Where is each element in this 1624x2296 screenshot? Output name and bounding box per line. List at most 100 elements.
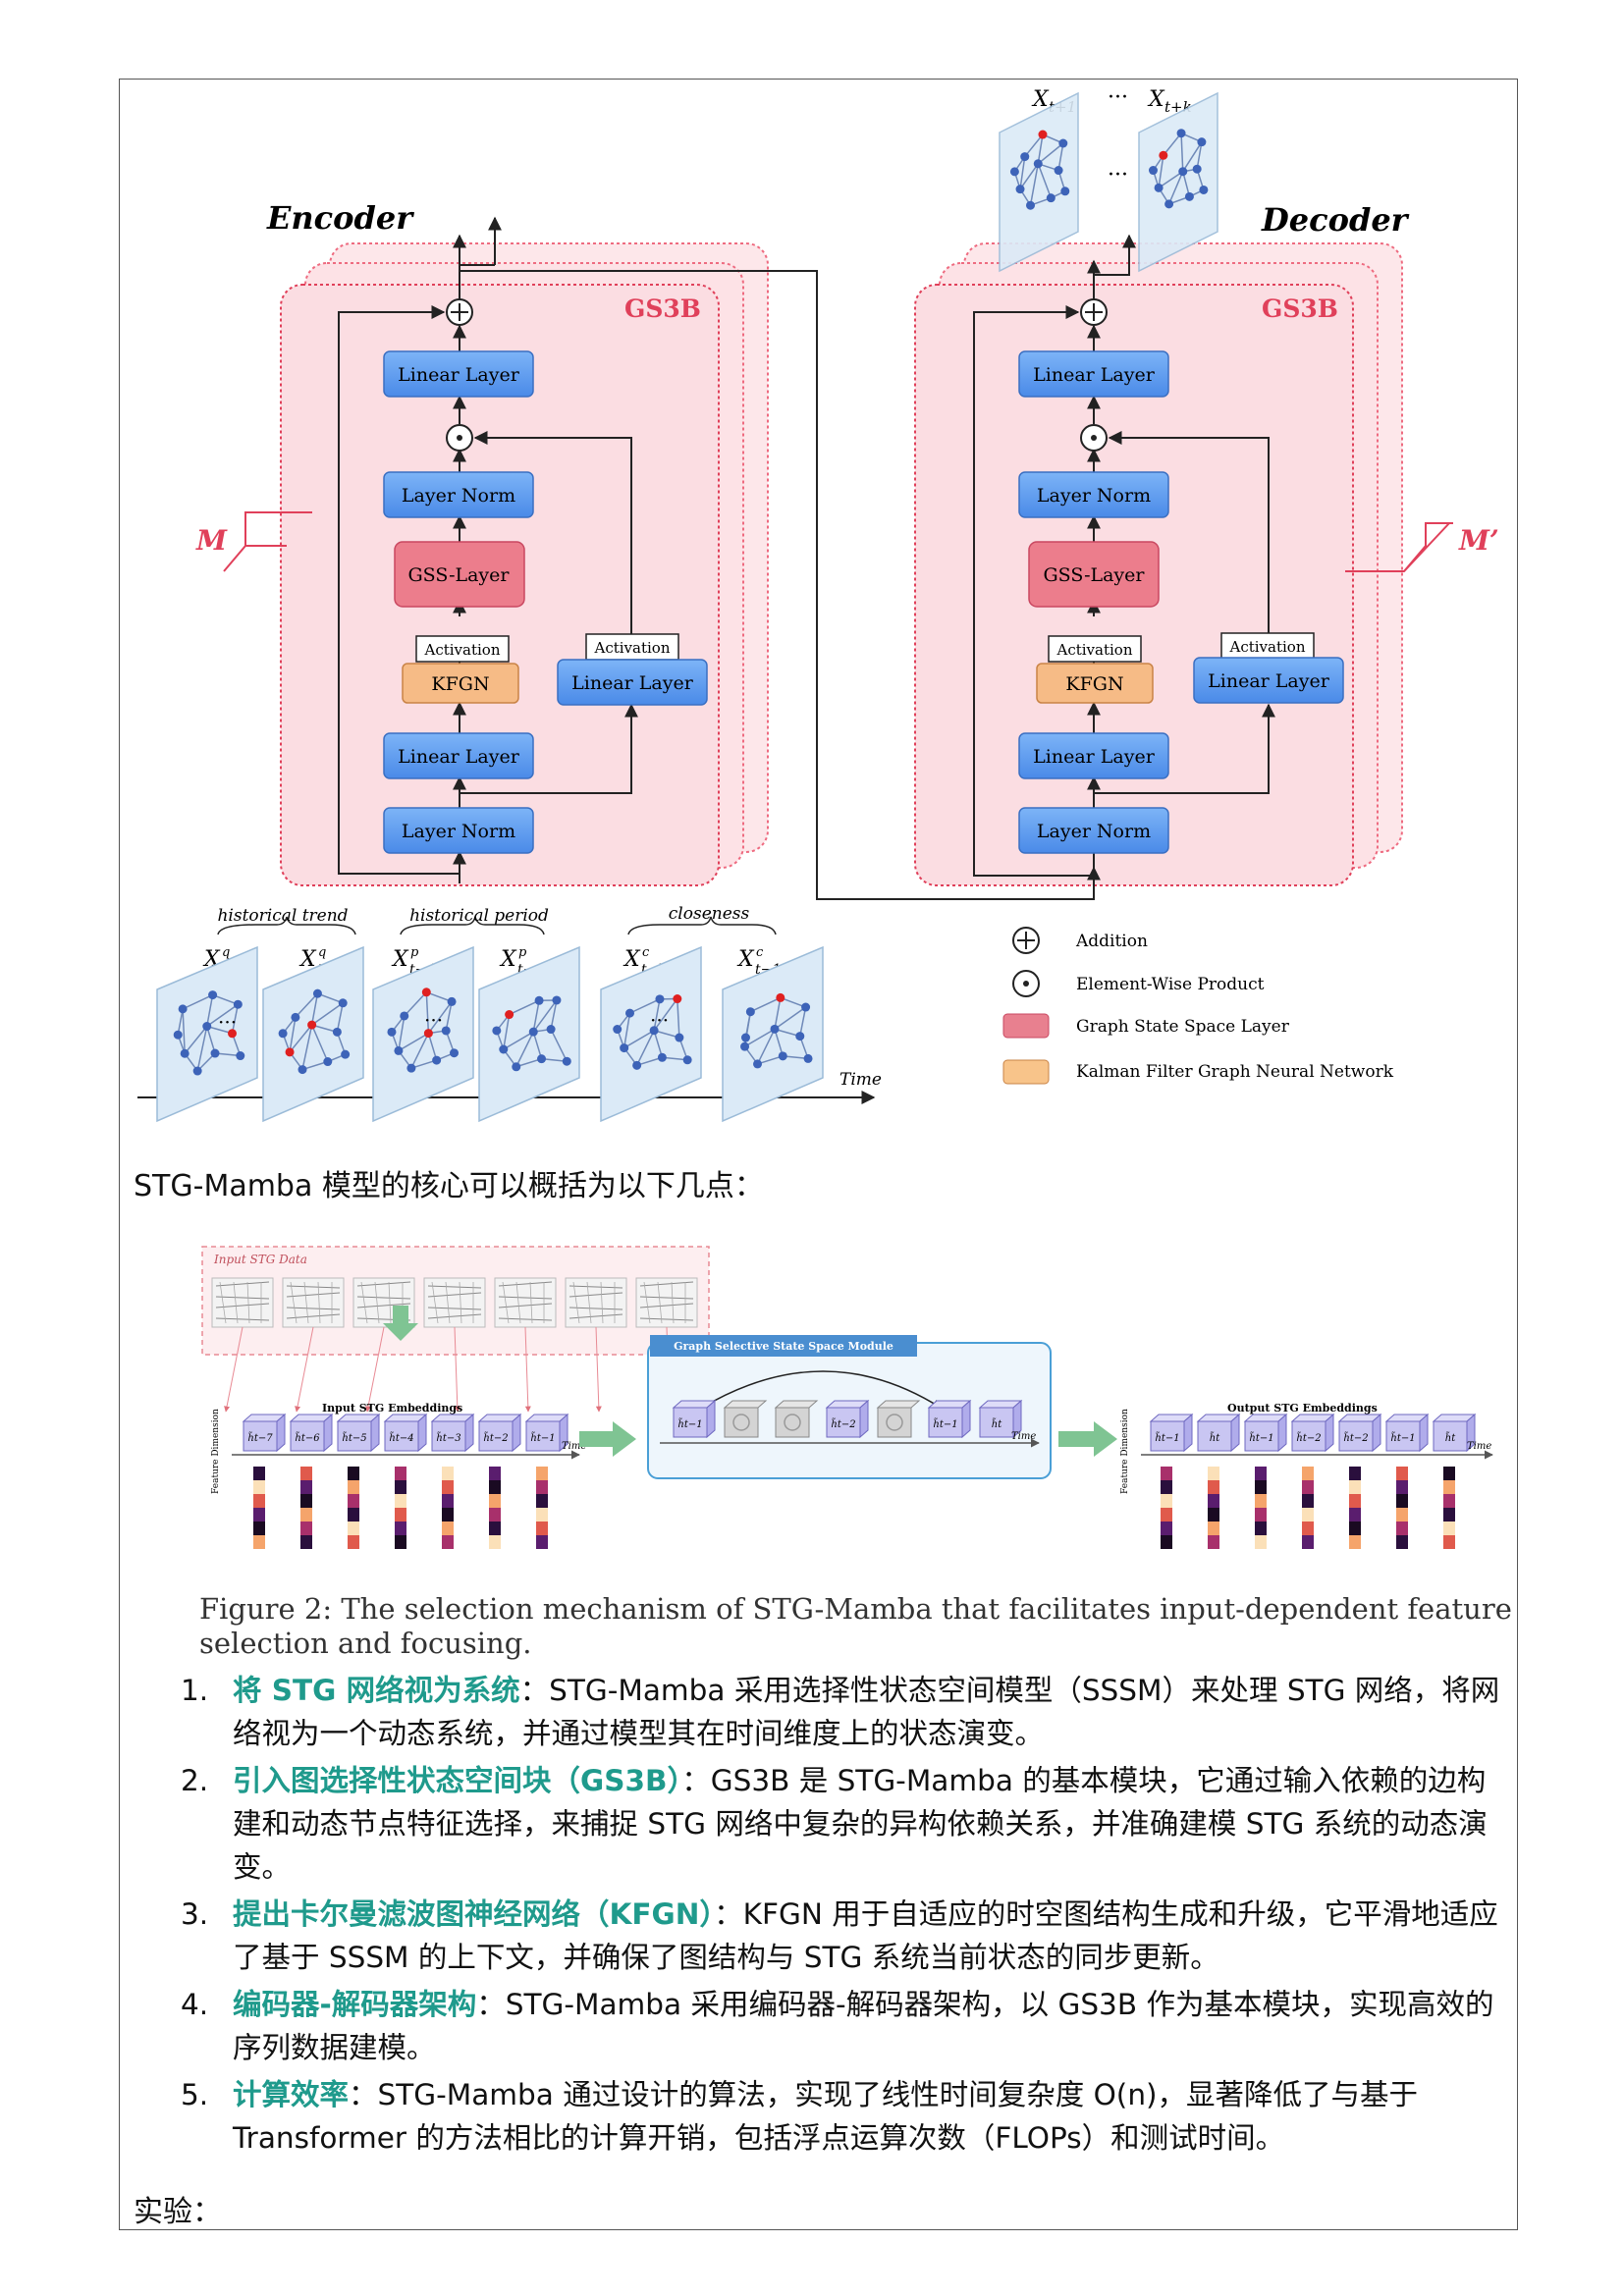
input-label: X [623, 947, 641, 972]
encoder-gss-layer-label: GSS-Layer [408, 564, 511, 586]
product-legend-icon [1012, 970, 1040, 997]
decoder-gss-layer-label: GSS-Layer [1044, 564, 1146, 586]
input-label: X [499, 947, 517, 972]
token-label: h̃t [1445, 1432, 1456, 1444]
output-feature-label: Feature Dimension [1120, 1409, 1130, 1494]
encoder-linear-layer-top [383, 350, 534, 398]
encoder-gs3b-label: GS3B [624, 294, 701, 323]
feature-bar [1302, 1467, 1314, 1549]
list-item: 1. 将 STG 网络视为系统：STG-Mamba 采用选择性状态空间模型（SSS… [167, 1669, 1502, 1755]
encoder-linear-layer-top-label: Linear Layer [398, 364, 520, 386]
stg-data-frame [423, 1277, 486, 1328]
token-label: h̃t−1 [1249, 1432, 1273, 1444]
decoder-linear-layer-right [1193, 657, 1344, 704]
token-label: h̃t−1 [1390, 1432, 1415, 1444]
feature-bar [348, 1467, 359, 1549]
legend: Addition Element-Wise Product Graph Stat… [1002, 927, 1394, 1085]
input-graph [278, 988, 351, 1075]
item-text: ：STG-Mamba 采用选择性状态空间模型（SSSM）来处理 STG 网络，将… [233, 1674, 1500, 1750]
encoder-activation-right-label: Activation [594, 639, 671, 657]
stg-data-frame [494, 1277, 557, 1328]
input-label-sup: q [222, 945, 230, 960]
item-number: 5. [181, 2078, 209, 2111]
input-label: X [736, 947, 755, 972]
stg-mamba-architecture-figure: Encoder Decoder GS3B GS3B M M’ Linear La… [137, 85, 1499, 1123]
m-repeat-label: M [195, 524, 228, 557]
output-dots: ··· [1108, 85, 1128, 110]
list-item: 5.计算效率：STG-Mamba 通过设计的算法，实现了线性时间复杂度 O(n)… [167, 2073, 1502, 2160]
encoder-layer-norm-bottom [383, 807, 534, 854]
item-text: ：GS3B 是 STG-Mamba 的基本模块，它通过输入依赖的边构建和动态节点… [233, 1764, 1488, 1884]
token-label: h̃t−2 [1343, 1432, 1368, 1444]
list-item: 2.引入图选择性状态空间块（GS3B）：GS3B 是 STG-Mamba 的基本… [167, 1759, 1502, 1889]
input-token: h̃t−2 [477, 1413, 522, 1453]
stg-data-frame [282, 1277, 345, 1328]
legend-addition: Addition [1075, 932, 1148, 951]
output-token: h̃t−2 [1290, 1413, 1335, 1453]
input-token: h̃t−4 [383, 1413, 428, 1453]
group-closeness: closeness [669, 904, 750, 924]
decoder-activation-left [1048, 635, 1142, 663]
output-token: h̃t−1 [1384, 1413, 1430, 1453]
input-graph [613, 994, 692, 1070]
decoder-activation-left-label: Activation [1056, 641, 1133, 659]
decoder-gs3b-label: GS3B [1262, 294, 1338, 323]
input-graph [492, 995, 571, 1072]
token-label: h̃t−5 [342, 1432, 366, 1444]
item-text: ：KFGN 用于自适应的时空图结构生成和升级，它平滑地适应了基于 SSSM 的上… [233, 1897, 1498, 1974]
decoder-block: Linear Layer Layer Norm GSS-Layer Activa… [973, 234, 1344, 877]
feature-bar [1443, 1467, 1455, 1549]
output-x1-label: X [1031, 87, 1050, 112]
key-points-list: 1. 将 STG 网络视为系统：STG-Mamba 采用选择性状态空间模型（SSS… [167, 1669, 1502, 2163]
encoder-kfgn-label: KFGN [431, 673, 489, 695]
addition-legend-icon [1012, 927, 1040, 954]
feature-bar [489, 1467, 501, 1549]
token-label: h̃t−2 [483, 1432, 508, 1444]
encoder-activation-left [415, 635, 510, 663]
input-label-sup: c [756, 945, 764, 960]
output-x2-label: X [1147, 87, 1165, 112]
page-frame [119, 79, 1518, 2230]
token-label: h̃t−1 [933, 1418, 957, 1430]
figure2-caption: Figure 2: The selection mechanism of STG… [199, 1592, 1512, 1660]
input-token: h̃t−1 [524, 1413, 569, 1453]
decoder-layer-norm-top-label: Layer Norm [1037, 485, 1151, 507]
item-text: ：STG-Mamba 采用编码器-解码器架构，以 GS3B 作为基本模块，实现高… [233, 1988, 1494, 2064]
encoder-linear-layer-right [557, 659, 708, 706]
group-historical-period: historical period [409, 906, 549, 926]
output-embeddings-label: Output STG Embeddings [1227, 1402, 1378, 1415]
input-label-sup: c [642, 945, 650, 960]
selection-mechanism-figure: Input STG Data Input STG Embeddings h̃t−… [201, 1246, 1493, 1549]
module-gray-block [723, 1400, 768, 1438]
down-arrow [383, 1306, 418, 1341]
encoder-activation-left-label: Activation [424, 641, 501, 659]
item-title: 将 STG 网络视为系统 [233, 1674, 520, 1707]
m-prime-repeat-label: M’ [1458, 524, 1499, 557]
module-token: h̃t−1 [927, 1399, 972, 1439]
feature-bar [1255, 1467, 1267, 1549]
input-label-sup: p [410, 945, 419, 960]
decoder-activation-right [1220, 632, 1315, 660]
input-token: h̃t−6 [289, 1413, 334, 1453]
token-label: h̃t−6 [295, 1432, 320, 1444]
output-graphs: X t+1 ··· X t+k ··· [999, 85, 1218, 273]
output-token: h̃t−1 [1149, 1413, 1194, 1453]
input-label: X [391, 947, 409, 972]
decoder-addition-icon [1080, 298, 1108, 326]
right-arrow-2 [1058, 1421, 1117, 1457]
decoder-layer-norm-bottom-label: Layer Norm [1037, 821, 1151, 842]
input-token: h̃t−5 [336, 1413, 381, 1453]
output-token: h̃t−2 [1337, 1413, 1382, 1453]
encoder-linear-layer-bottom [383, 732, 534, 779]
input-embeddings-label: Input STG Embeddings [322, 1402, 462, 1415]
feature-bar [1161, 1467, 1172, 1549]
item-number: 1. [181, 1674, 209, 1707]
decoder-activation-right-label: Activation [1229, 638, 1306, 656]
item-title: 计算效率 [233, 2078, 350, 2111]
feature-bar [1396, 1467, 1408, 1549]
input-graph [387, 988, 460, 1073]
decoder-layer-norm-bottom [1018, 807, 1169, 854]
input-dots-2: ··· [424, 1008, 443, 1032]
decoder-layer-norm-top [1018, 471, 1169, 518]
stg-data-frame [635, 1277, 698, 1328]
